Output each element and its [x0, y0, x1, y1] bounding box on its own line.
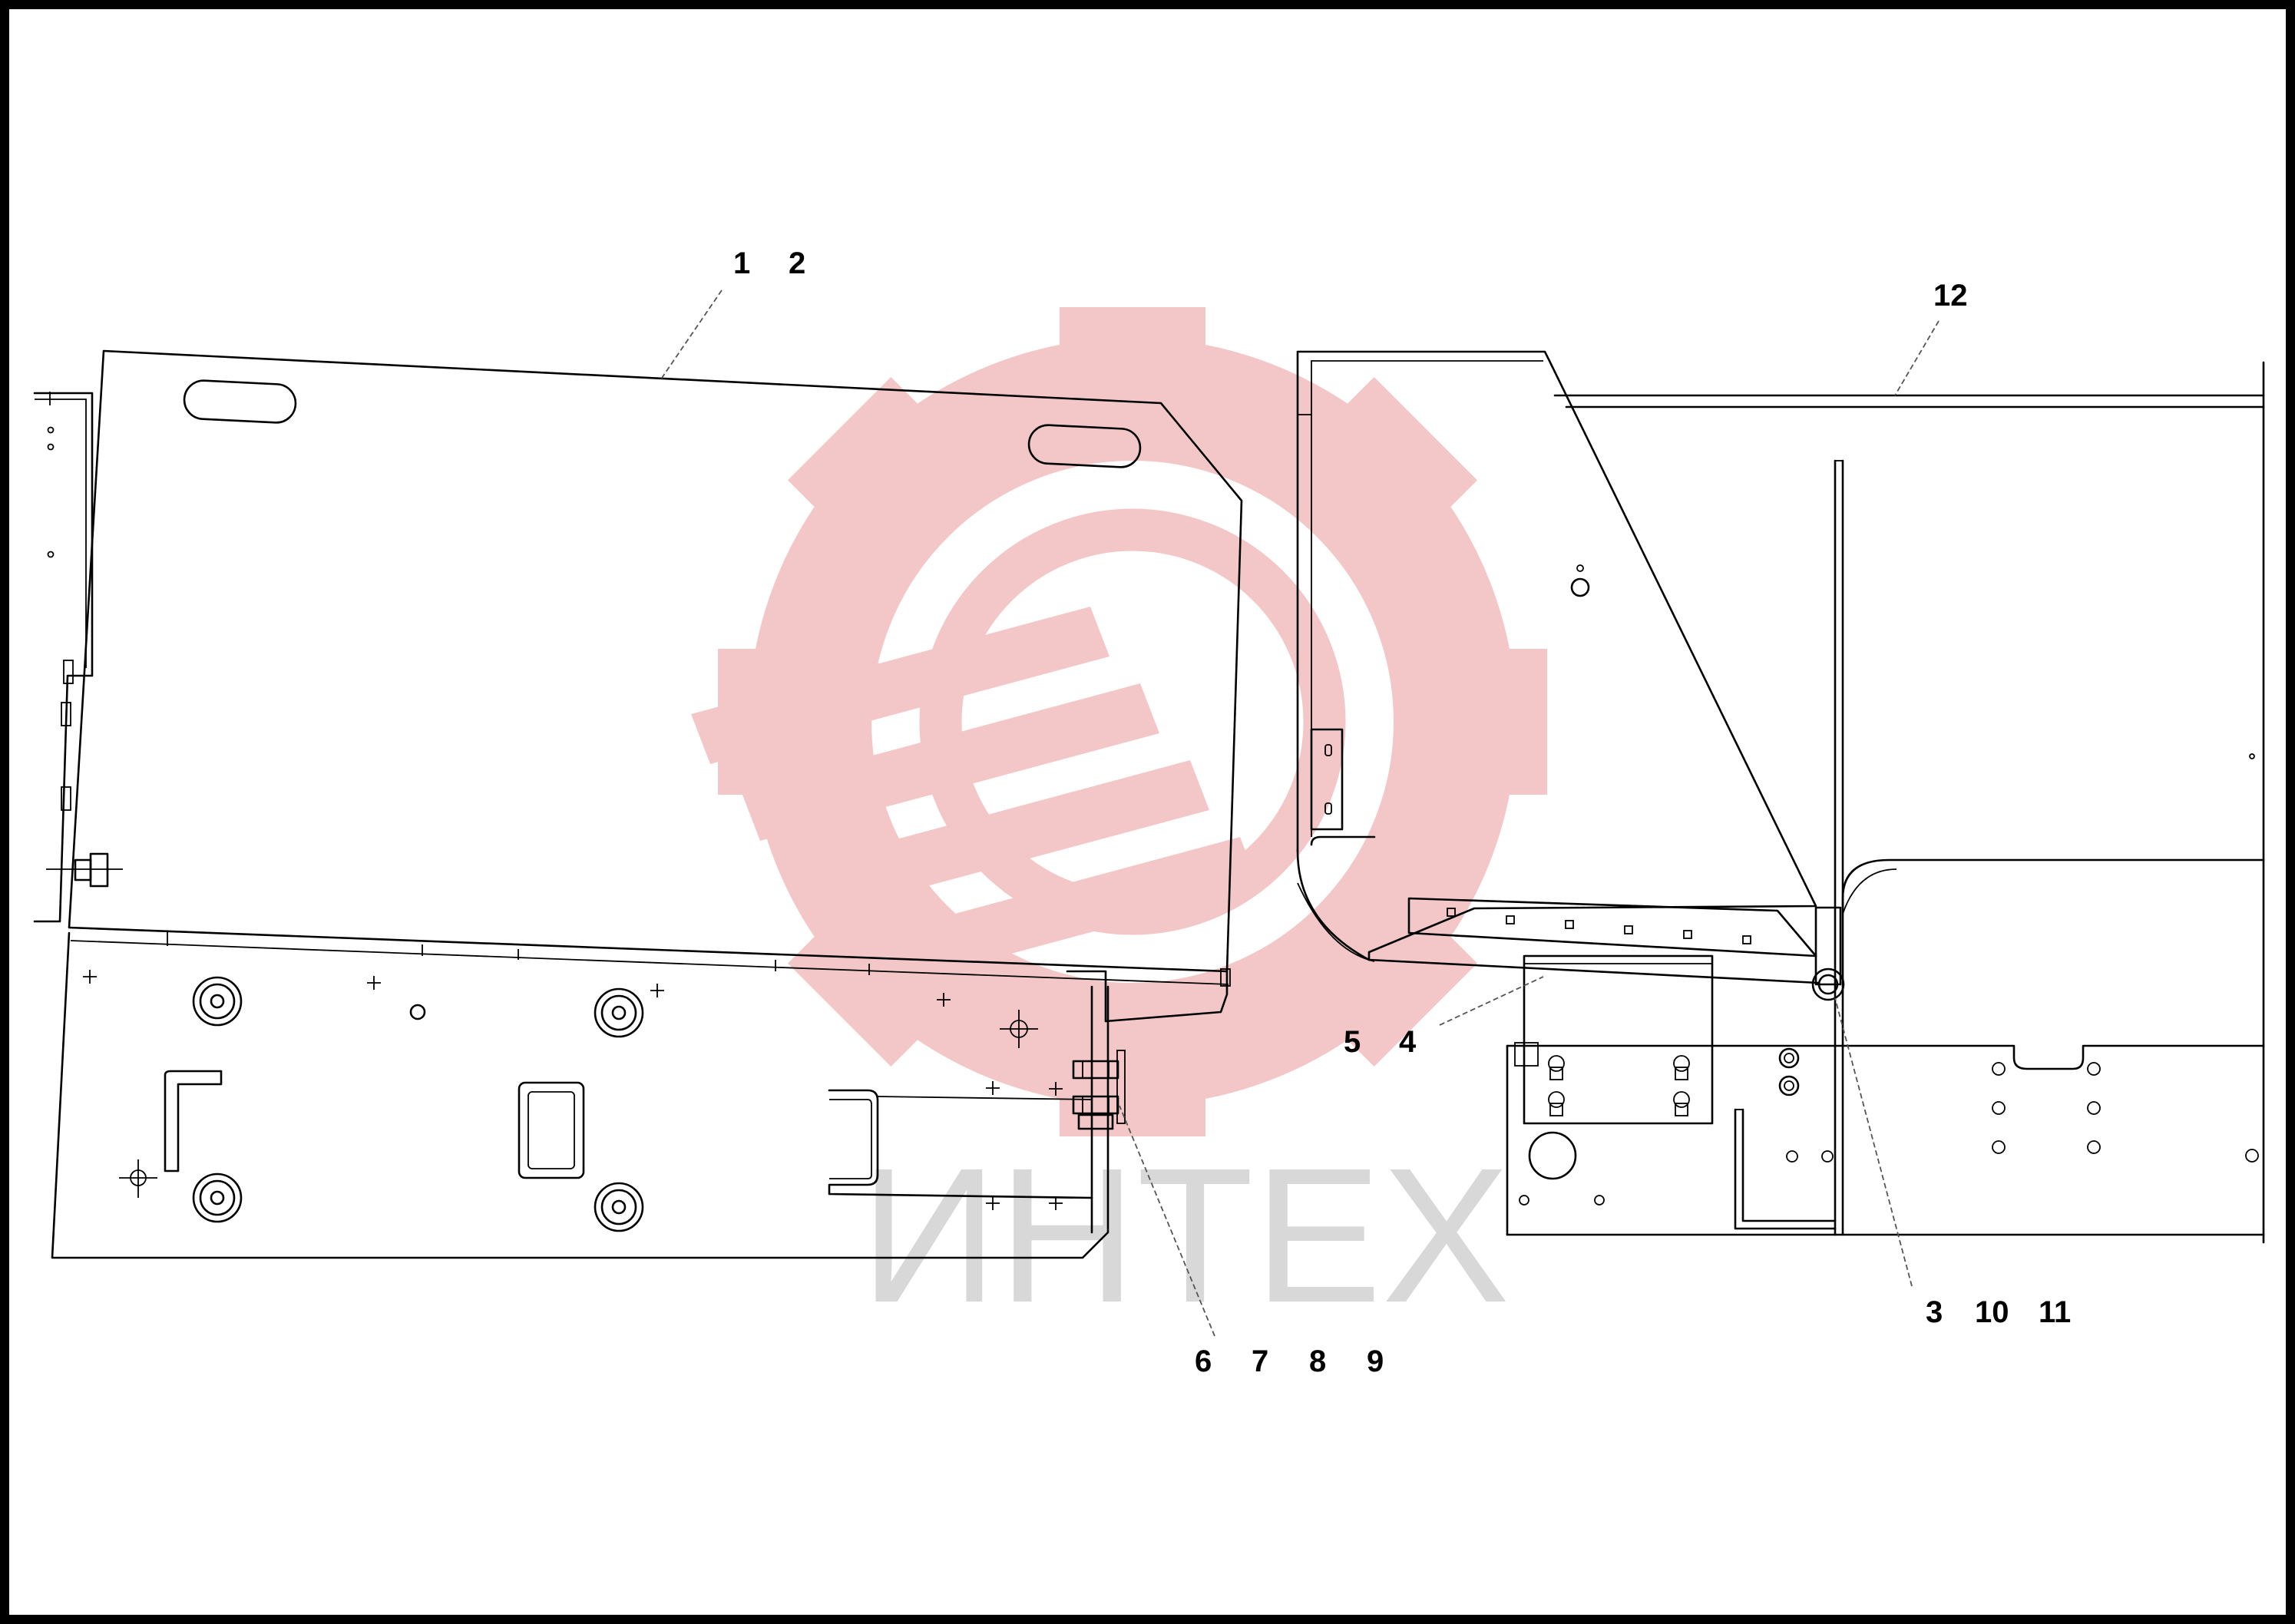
keyhole-slots [1548, 1055, 1690, 1116]
upper-slot-right [1027, 424, 1142, 468]
callout-4: 4 [1399, 1025, 1417, 1059]
channel-bracket [828, 1089, 1093, 1199]
frame-hole-grid [1992, 1062, 2259, 1163]
leader-lines [660, 289, 1940, 1337]
left-assembly [33, 349, 1243, 1259]
grommet-1 [192, 976, 243, 1027]
panel-lower-tab [1066, 970, 1229, 1023]
upper-slot-left [183, 379, 297, 424]
callout-2: 2 [789, 246, 805, 280]
callout-5: 5 [1344, 1025, 1361, 1059]
grommet-4 [594, 1182, 644, 1232]
lower-frame-plate [51, 931, 1109, 1259]
right-assembly [1296, 350, 2265, 1244]
right-body-panel [1841, 858, 2265, 909]
watermark-gear-logo: ИНТЕХ [691, 307, 1547, 1342]
grommet-2 [594, 987, 644, 1038]
mounting-plate [1523, 954, 1714, 1125]
grommet-3 [192, 1173, 243, 1223]
callout-8: 8 [1309, 1345, 1326, 1378]
callout-labels: 1 2 12 5 4 6 7 8 9 3 10 11 [733, 246, 2071, 1378]
callout-3: 3 [1926, 1295, 1943, 1329]
left-hinge-bracket [33, 392, 94, 923]
callout-10: 10 [1975, 1295, 2009, 1329]
right-lower-frame [1506, 1044, 2265, 1070]
frame-window [518, 1081, 585, 1179]
callout-9: 9 [1367, 1345, 1384, 1378]
hinge-pin [1811, 906, 1845, 1001]
callout-11: 11 [2039, 1295, 2071, 1329]
rivet-markers [83, 970, 1063, 1210]
callout-6: 6 [1195, 1345, 1212, 1378]
upper-panel-outline [68, 349, 1243, 973]
bolt-stack [1072, 1050, 1126, 1130]
bent-cover-outline [1296, 350, 1820, 984]
l-bracket [1734, 1108, 1837, 1230]
cover-side-plate [1310, 728, 1344, 831]
callout-12: 12 [1933, 279, 1968, 313]
watermark-text: ИНТЕХ [860, 1128, 1510, 1342]
strip-holes [1447, 908, 1751, 944]
hook-bracket [164, 1070, 223, 1173]
callout-7: 7 [1252, 1345, 1268, 1378]
callout-1: 1 [733, 246, 750, 280]
